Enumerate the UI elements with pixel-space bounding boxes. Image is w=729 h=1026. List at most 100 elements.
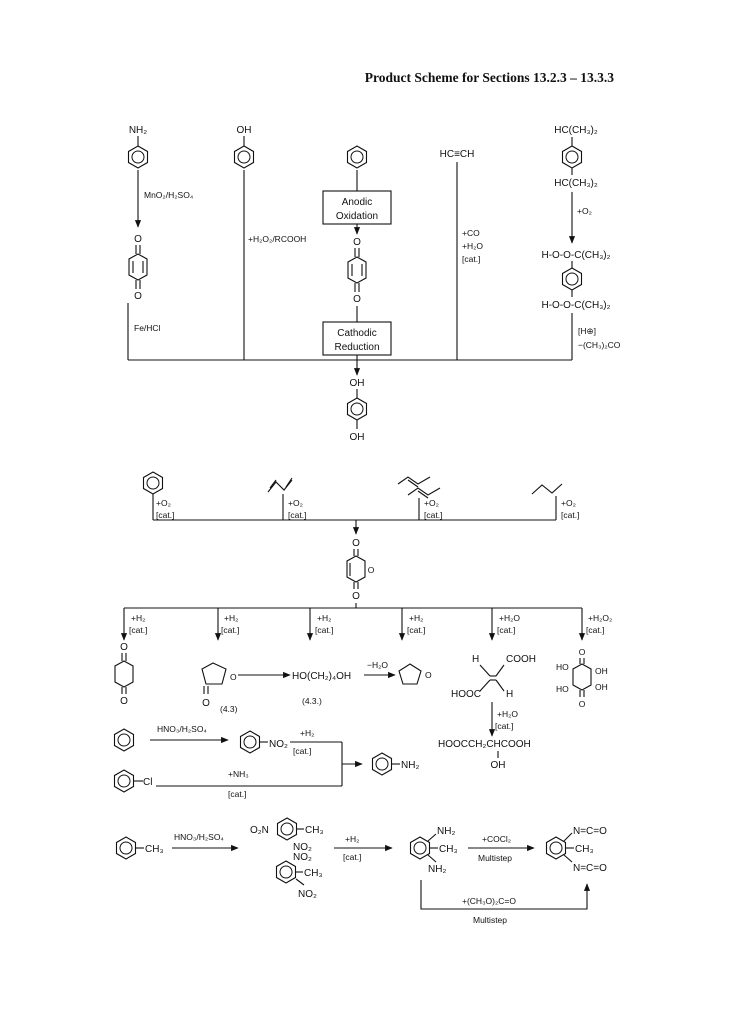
phosgene-reagent: +COCl₂ [482,834,511,844]
fumaric-cooh: COOH [506,654,536,665]
tartaric-ho-1: HO [556,662,569,672]
dnt-ch3-1: CH₃ [305,825,324,836]
feed3-reagent-2: [cat.] [424,510,442,520]
product-oh-bottom: OH [350,432,365,443]
b5-reagent-2: [cat.] [497,625,515,635]
feed4-reagent-1: +O₂ [561,498,576,508]
quinone2-ring [347,256,367,284]
succinic-o-bottom: O [120,696,128,707]
anhydride-o-top: O [352,538,360,549]
tdi-nco-1: N=C=O [573,826,607,837]
tdi-route: CH₃ HNO₃/H₂SO₄ O₂N CH₃ NO₂ NO₂ CH₃ NO₂ +… [115,817,607,925]
malic-oh: OH [491,760,506,771]
chloro-group: Cl [143,777,152,788]
reduction-reagent: Fe/HCl [134,323,161,333]
feed2-reagent-2: [cat.] [288,510,306,520]
toluene-methyl: CH₃ [145,844,164,855]
quinone2-o-top: O [353,237,361,248]
tartaric-ring [572,663,592,691]
b3-reagent-2: [cat.] [315,625,333,635]
succinic-o-top: O [120,642,128,653]
succinic-anhydride-ring [114,660,134,688]
dnt-o2n: O₂N [250,825,269,836]
carbonate-multistep: Multistep [473,915,507,925]
diisopropylbenzene-ring [561,145,583,169]
hydroperoxide-top: H-O-O-C(CH₃)₂ [541,250,610,261]
carbonate-path [420,880,591,910]
butyrolactone-ring [201,662,227,685]
benzene-feed-ring [142,471,164,495]
dehydration: −H₂O [367,660,388,670]
acetylene-reagent-3: [cat.] [462,254,480,264]
tdi-h2: +H₂ [345,834,359,844]
nitrobenzene-ring [239,730,261,754]
b1-reagent-1: +H₂ [131,613,145,623]
maleic-routes: +O₂ [cat.] +O₂ [cat.] +O₂ [cat.] +O₂ [ca… [114,471,612,771]
feed2-reagent-1: +O₂ [288,498,303,508]
tdi-ch3: CH₃ [575,844,594,855]
b2-reagent-2: [cat.] [221,625,239,635]
cumene-top: HC(CH₃)₂ [554,125,598,136]
nitro-h2: +H₂ [300,728,314,738]
butanediol-ref: (4.3.) [302,696,322,706]
butane [531,483,563,495]
oxygen-reagent: +O₂ [577,206,592,216]
dnt-no2-2: NO₂ [293,852,312,863]
phosgene-multistep: Multistep [478,853,512,863]
gbl-ring-o: O [230,672,237,682]
aniline-ring-product [371,752,393,776]
dnt-ring-2 [275,860,297,884]
aniline-reagent: MnO₂/H₂SO₄ [144,190,194,200]
quinone-ring [128,253,148,281]
fumaric-h1: H [472,654,479,665]
phenol-oh: OH [237,125,252,136]
feed4-reagent-2: [cat.] [561,510,579,520]
tdi-nitration-reagent: HNO₃/H₂SO₄ [174,832,224,842]
hydroquinone-ring [346,397,368,421]
tartaric-o-top: O [579,647,586,657]
product-oh-top: OH [350,378,365,389]
nitro-cat: [cat.] [293,746,311,756]
butadiene [267,479,293,493]
dnt-no2-3: NO₂ [298,889,317,900]
phenol-ring [233,145,255,169]
b6-reagent-1: +H₂O₂ [588,613,612,623]
b1-reagent-2: [cat.] [129,625,147,635]
tda-ch3: CH₃ [439,844,458,855]
cathodic-line-1: Cathodic [337,328,376,339]
ammonia-cat: [cat.] [228,789,246,799]
b4-reagent-2: [cat.] [407,625,425,635]
tartaric-oh-2: OH [595,682,608,692]
hydroperoxide-bottom: H-O-O-C(CH₃)₂ [541,300,610,311]
anhydride-ring-o: O [368,565,375,575]
anhydride-o-bottom: O [352,591,360,602]
acetylene-reagent-2: +H₂O [462,241,483,251]
butene-1 [397,476,431,485]
b2-reagent-1: +H₂ [224,613,238,623]
tdi-h2-cat: [cat.] [343,852,361,862]
feed3-reagent-1: +O₂ [424,498,439,508]
malic-reagent-2: [cat.] [495,721,513,731]
acid-catalyst: [H⊕] [578,326,596,336]
scheme-title: Product Scheme for Sections 13.2.3 – 13.… [365,70,614,85]
tda-nh2-1: NH₂ [437,826,455,837]
chlorobenzene-ring [113,769,135,793]
anodic-oxidation-box [322,190,392,225]
benzene-ring [346,145,368,169]
fumaric-h2: H [506,689,513,700]
hydroquinone-routes: NH₂ MnO₂/H₂SO₄ O O Fe/HCl OH +H₂O₂/RCOOH… [127,125,621,443]
gbl-ref: (4.3) [220,704,238,714]
cumene-bottom: HC(CH₃)₂ [554,178,598,189]
fumaric-hooc: HOOC [451,689,481,700]
cathodic-line-2: Reduction [334,342,379,353]
quinone-o-bottom: O [134,291,142,302]
b6-reagent-2: [cat.] [586,625,604,635]
aniline-nh2: NH₂ [129,125,147,136]
cathodic-reduction-box [322,321,392,356]
nitro-group: NO₂ [269,739,288,750]
hydroperoxide-ring [561,267,583,291]
butene-2 [407,487,441,496]
acetone-loss: −(CH₃)₂CO [578,340,621,350]
